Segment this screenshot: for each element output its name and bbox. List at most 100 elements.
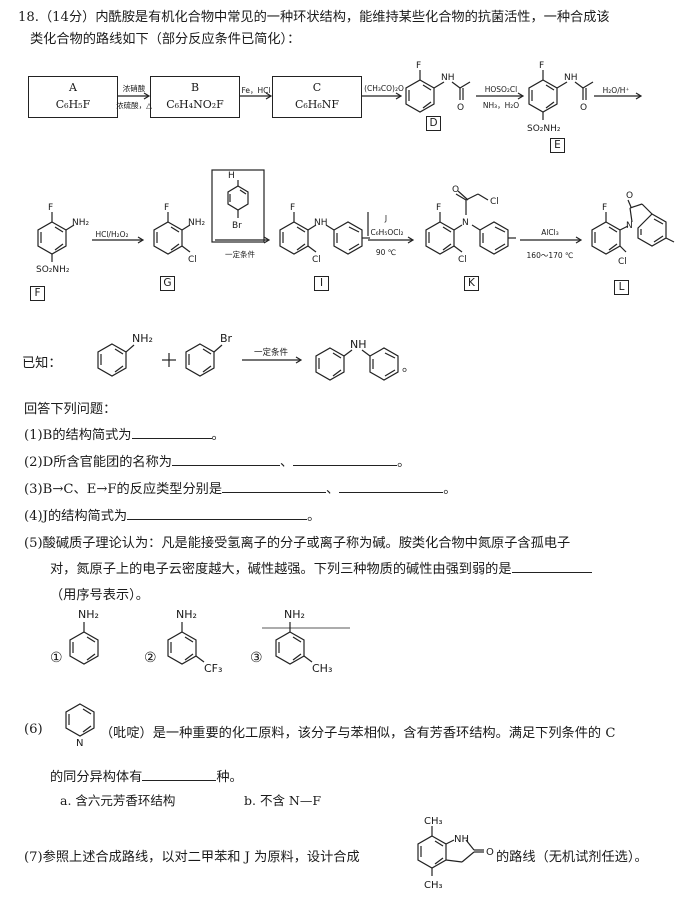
- e-atom-so2nh2: SO₂NH₂: [527, 124, 561, 134]
- q6-number: (6): [24, 722, 43, 737]
- reagent-bc: Fe，HCl: [241, 86, 271, 95]
- known-atom-nh2: NH₂: [132, 332, 153, 345]
- pyridine-graphics: N: [65, 703, 95, 749]
- q3-answer-blank-2[interactable]: [339, 480, 444, 493]
- q2-answer-blank-1[interactable]: [171, 453, 280, 466]
- q3-answer-blank-1[interactable]: [222, 480, 327, 493]
- q2-answer-blank-2[interactable]: [293, 453, 398, 466]
- d-atom-nh: NH: [441, 73, 455, 83]
- q5-option-2-label: ②: [144, 650, 157, 666]
- q5-opt3-nh2: NH₂: [284, 608, 305, 621]
- f-atom-nh2: NH₂: [72, 218, 90, 228]
- q7-atom-o: O: [486, 847, 494, 858]
- pyridine-atom-n: N: [76, 738, 83, 749]
- q2-line: (2)D所含官能团的名称为、。: [24, 453, 411, 470]
- q5-opt1-nh2: NH₂: [78, 608, 99, 621]
- q6-condition-b: b. 不含 N—F: [244, 793, 322, 808]
- known-prefix: 已知：: [22, 356, 62, 371]
- e-atom-nh: NH: [564, 73, 578, 83]
- k-atom-o: O: [452, 185, 459, 195]
- f-atom-so2nh2: SO₂NH₂: [36, 265, 70, 275]
- q5-line-1: (5)酸碱质子理论认为：凡是能接受氢离子的分子或离子称为碱。胺类化合物中氮原子含…: [24, 536, 571, 551]
- g-atom-cl: Cl: [188, 255, 197, 265]
- i-atom-nh: NH: [314, 218, 328, 228]
- reagent-gi: 一定条件: [225, 250, 255, 259]
- q6-line-1: （吡啶）是一种重要的化工原料，该分子与苯相似，含有芳香环结构。满足下列条件的 C: [100, 726, 616, 741]
- l-atom-f: F: [602, 203, 607, 213]
- box-compound-c: C C₆H₆NF: [272, 76, 362, 118]
- answer-intro: 回答下列问题：: [24, 402, 117, 417]
- reagent-de-2: NH₃，H₂O: [482, 101, 520, 110]
- f-atom-f: F: [48, 203, 53, 213]
- known-condition: 一定条件: [253, 348, 288, 358]
- g-atom-nh2: NH₂: [188, 218, 206, 228]
- q5-line-2: 对，氮原子上的电子云密度越大，碱性越强。下列三种物质的碱性由强到弱的是: [50, 558, 592, 577]
- scheme-row1-graphics: F NH O F NH O SO₂NH₂: [117, 61, 643, 134]
- q4-line: (4)J的结构简式为。: [24, 507, 321, 524]
- k-atom-n: N: [462, 218, 469, 228]
- reagent-fg: HCl/H₂O₂: [95, 230, 129, 239]
- g-atom-f: F: [164, 203, 169, 213]
- q5-opt2-cf3: CF₃: [204, 662, 222, 675]
- q3-line: (3)B→C、E→F的反应类型分别是、。: [24, 480, 457, 497]
- reagent-ab-1: 浓硝酸: [122, 84, 146, 93]
- label-e: E: [550, 138, 565, 153]
- reagent-ef: H₂O/H⁺: [602, 86, 630, 95]
- known-atom-nh: NH: [350, 338, 367, 351]
- q7-bottom-ch3: CH₃: [424, 880, 443, 891]
- label-f: F: [30, 286, 45, 301]
- box-compound-a: A C₆H₅F: [28, 76, 118, 118]
- reagent-ik-2: C₆H₅OCl₂: [370, 228, 404, 237]
- reagent-ik-3: 90 ℃: [375, 248, 397, 257]
- q5-option-3-label: ③: [250, 650, 263, 666]
- q5-opt3-ch3: CH₃: [312, 662, 332, 675]
- i-atom-cl: Cl: [312, 255, 321, 265]
- k-atom-cl: Cl: [458, 255, 467, 265]
- q7-line-part2: 的路线（无机试剂任选）。: [496, 850, 648, 865]
- q5-option-1-label: ①: [50, 650, 63, 666]
- q5-answer-blank[interactable]: [511, 560, 592, 573]
- l-atom-cl: Cl: [618, 257, 627, 267]
- label-i: I: [314, 276, 329, 291]
- reagent-kl-1: AlCl₃: [541, 228, 559, 237]
- q7-line-part1: (7)参照上述合成路线，以对二甲苯和 J 为原料，设计合成: [24, 850, 360, 865]
- q5-line-3: （用序号表示）。: [50, 588, 149, 603]
- i-atom-f: F: [290, 203, 295, 213]
- question-header-line2: 类化合物的路线如下（部分反应条件已简化）：: [30, 32, 301, 47]
- d-atom-o: O: [457, 103, 464, 113]
- e-atom-o: O: [580, 103, 587, 113]
- q4-answer-blank[interactable]: [127, 507, 308, 520]
- reagent-de-1: HOSO₂Cl: [484, 85, 518, 94]
- label-d: D: [426, 116, 441, 131]
- l-atom-n: N: [626, 221, 633, 231]
- k-atom-f: F: [436, 203, 441, 213]
- q1-answer-blank[interactable]: [131, 426, 212, 439]
- known-reaction-graphics: NH₂ Br NH: [97, 332, 399, 381]
- box-compound-b: B C₆H₄NO₂F: [150, 76, 240, 118]
- q6-condition-a: a. 含六元芳香环结构: [60, 793, 176, 808]
- q1-line: (1)B的结构简式为。: [24, 426, 225, 443]
- h-label: H: [228, 171, 235, 181]
- reagent-ik-1: J: [384, 214, 388, 223]
- k-atom-cl-side: Cl: [490, 197, 499, 207]
- d-atom-f: F: [416, 61, 421, 71]
- q6-answer-blank[interactable]: [142, 768, 217, 781]
- q5-structures-graphics: NH₂ NH₂ CF₃ NH₂ CH₃: [69, 608, 350, 675]
- reagent-kl-2: 160～170 ℃: [526, 251, 574, 260]
- question-header-line1: 18.（14分）内酰胺是有机化合物中常见的一种环状结构，能维持某些化合物的抗菌活…: [18, 10, 610, 25]
- q7-top-ch3: CH₃: [424, 816, 443, 827]
- label-k: K: [464, 276, 479, 291]
- label-l: L: [614, 280, 629, 295]
- q6-line-2: 的同分异构体有种。: [50, 768, 243, 785]
- e-atom-f: F: [539, 61, 544, 71]
- known-period: 。: [402, 360, 416, 375]
- reagent-ab-2: 浓硫酸，△: [116, 101, 152, 110]
- label-g: G: [160, 276, 175, 291]
- q5-opt2-nh2: NH₂: [176, 608, 197, 621]
- h-atom-br: Br: [232, 221, 242, 231]
- scheme-row2-graphics: F NH₂ SO₂NH₂ F NH₂ Cl H Br F NH Cl O Cl …: [36, 169, 675, 275]
- l-atom-o: O: [626, 191, 633, 201]
- q7-atom-nh: NH: [454, 834, 469, 845]
- reagent-cd: (CH₃CO)₂O: [364, 84, 404, 93]
